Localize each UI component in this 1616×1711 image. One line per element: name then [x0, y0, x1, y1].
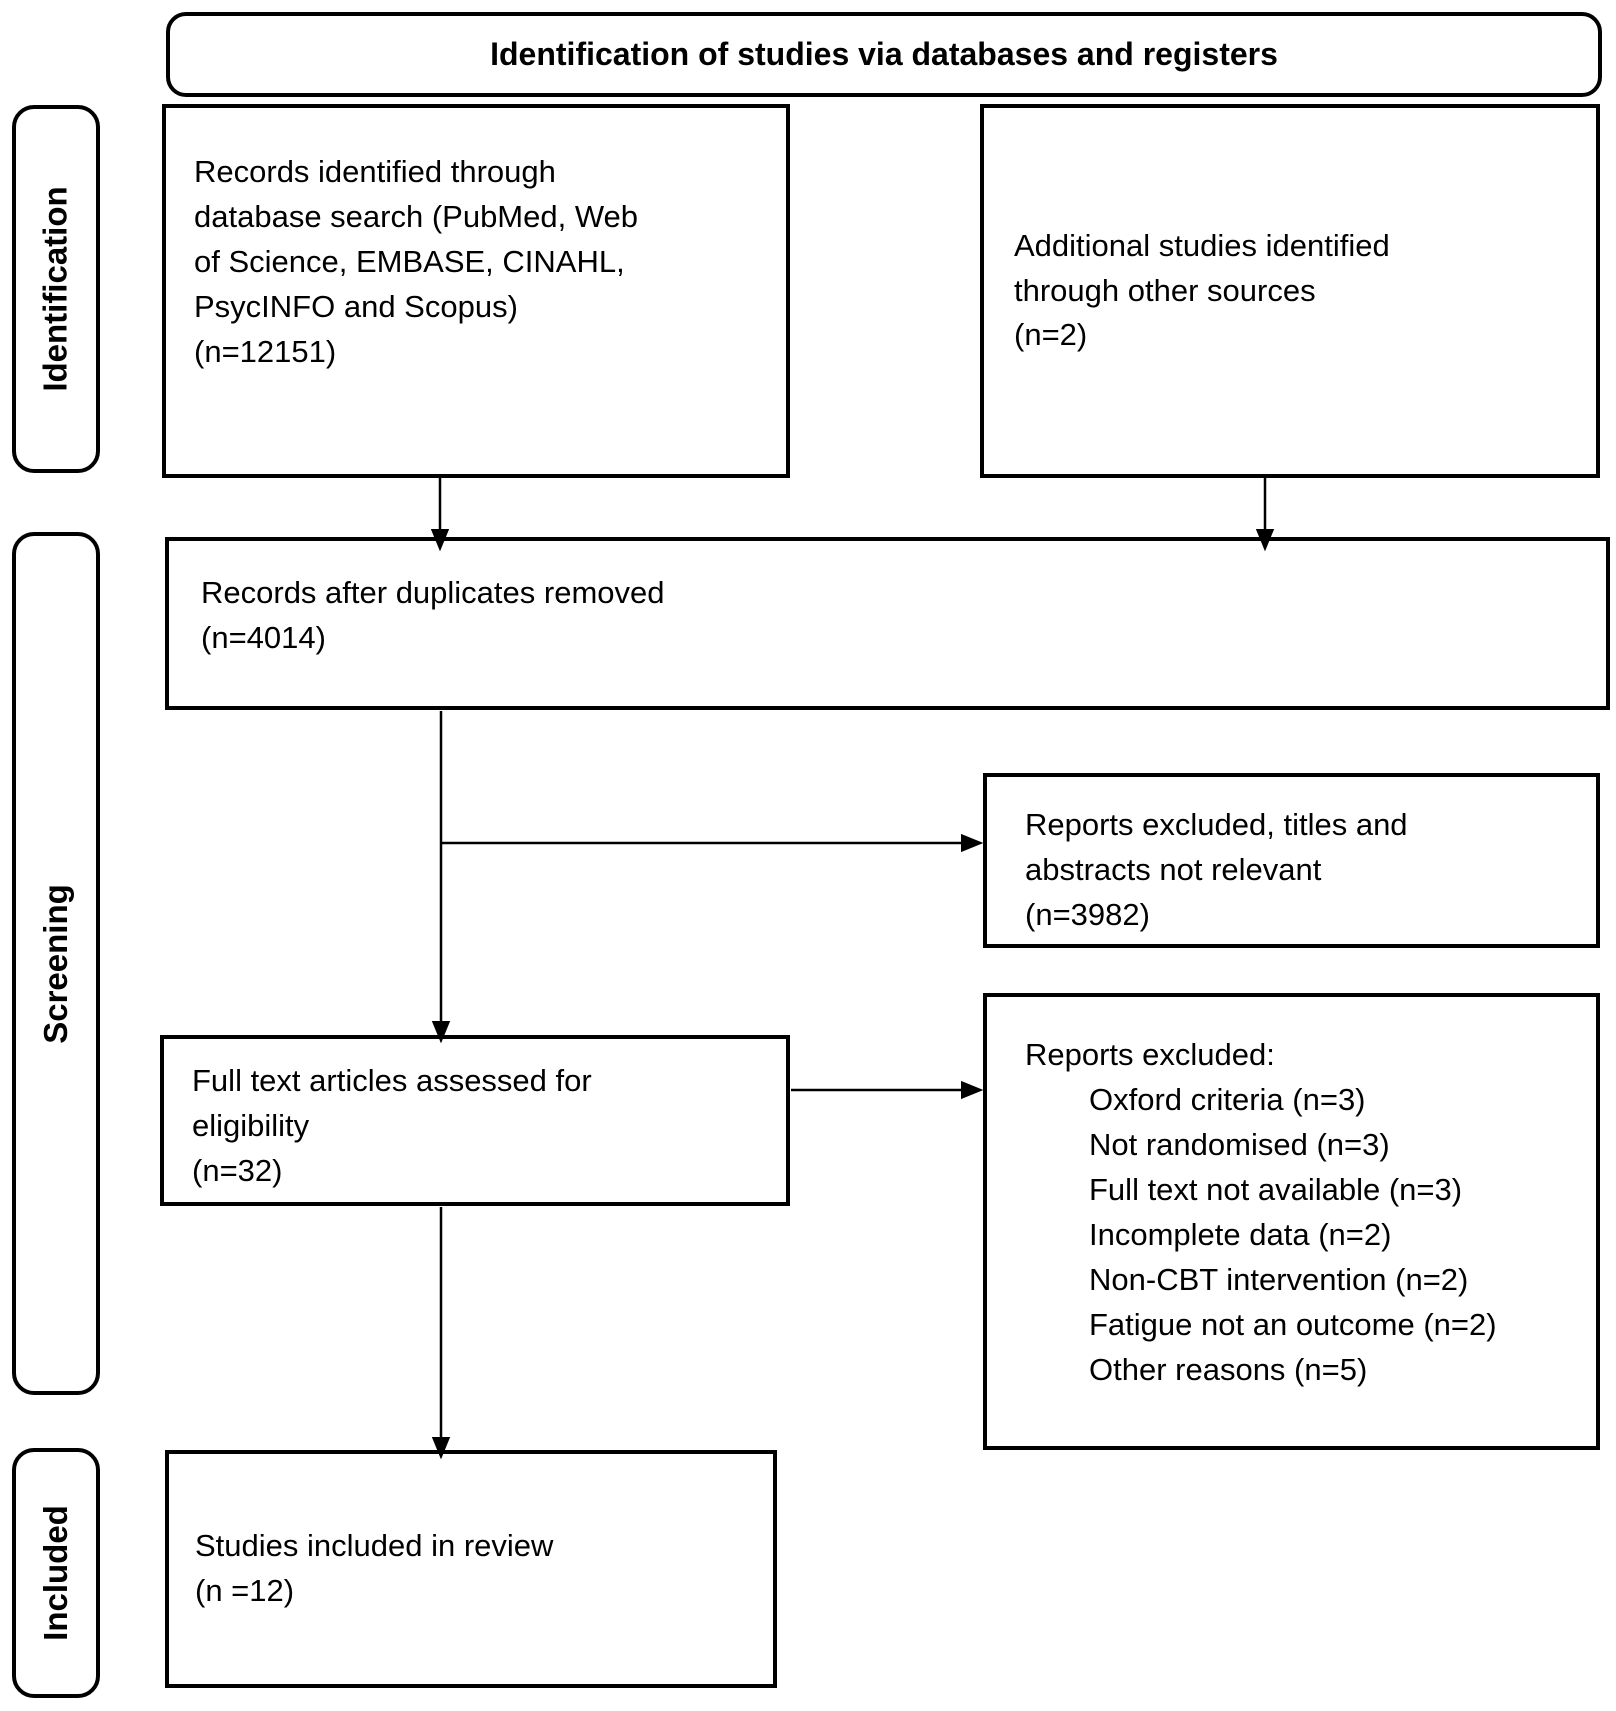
stage-label-identification-text: Identification	[37, 186, 74, 392]
box-records-after-duplicates: Records after duplicates removed (n=4014…	[165, 537, 1610, 710]
excluded-reason-item: Oxford criteria (n=3)	[1089, 1081, 1366, 1117]
diagram-title: Identification of studies via databases …	[166, 12, 1602, 97]
box-records-after-duplicates-text: Records after duplicates removed (n=4014…	[201, 575, 665, 655]
box-additional-studies: Additional studies identified through ot…	[980, 104, 1600, 478]
excluded-reason-item: Fatigue not an outcome (n=2)	[1089, 1306, 1497, 1342]
box-reports-excluded: Reports excluded: Oxford criteria (n=3) …	[983, 993, 1600, 1450]
box-full-text-assessed: Full text articles assessed for eligibil…	[160, 1035, 790, 1206]
box-additional-studies-text: Additional studies identified through ot…	[1014, 227, 1390, 353]
box-reports-excluded-heading: Reports excluded:	[1025, 1037, 1275, 1072]
stage-label-screening-text: Screening	[37, 883, 74, 1044]
excluded-reason-item: Full text not available (n=3)	[1089, 1171, 1463, 1207]
box-studies-included: Studies included in review (n =12)	[165, 1450, 777, 1688]
stage-label-identification: Identification	[12, 105, 100, 473]
box-studies-included-text: Studies included in review (n =12)	[195, 1528, 554, 1608]
stage-label-screening: Screening	[12, 532, 100, 1395]
excluded-reason-item: Other reasons (n=5)	[1089, 1351, 1368, 1387]
excluded-reason-item: Incomplete data (n=2)	[1089, 1216, 1392, 1252]
box-records-identified-text: Records identified through database sear…	[194, 154, 639, 369]
box-titles-abstracts-excluded-text: Reports excluded, titles and abstracts n…	[1025, 807, 1408, 932]
stage-label-included: Included	[12, 1448, 100, 1698]
excluded-reason-item: Not randomised (n=3)	[1089, 1126, 1390, 1162]
stage-label-included-text: Included	[37, 1505, 74, 1641]
box-full-text-assessed-text: Full text articles assessed for eligibil…	[192, 1063, 592, 1188]
box-titles-abstracts-excluded: Reports excluded, titles and abstracts n…	[983, 773, 1600, 948]
box-records-identified: Records identified through database sear…	[162, 104, 790, 478]
excluded-reason-item: Non-CBT intervention (n=2)	[1089, 1261, 1469, 1297]
